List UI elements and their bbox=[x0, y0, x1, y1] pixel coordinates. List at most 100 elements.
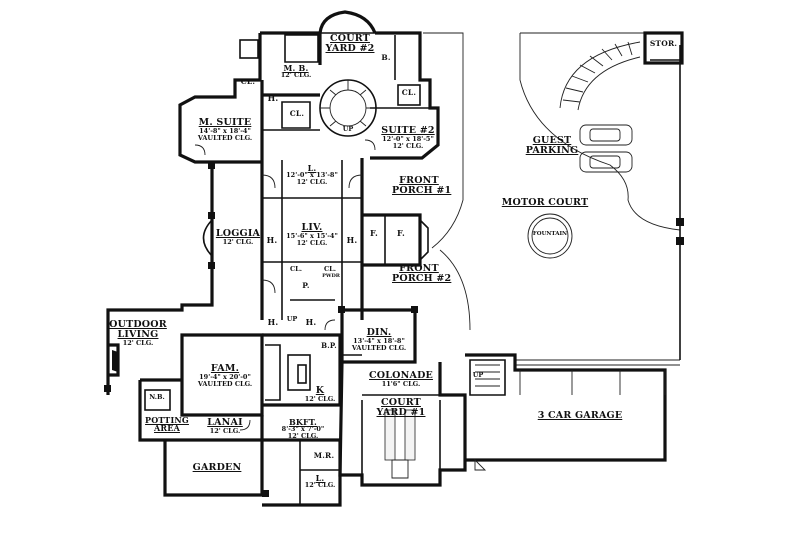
room-name: M. B. bbox=[283, 63, 309, 73]
label-text: N.B. bbox=[149, 393, 165, 401]
room-name-2: PARKING bbox=[525, 144, 579, 156]
room-name: LANAI bbox=[207, 417, 243, 428]
room-dims: 19'-4" x 20'-0" bbox=[199, 372, 251, 381]
room-m-b: M. B. 12' CLG. bbox=[276, 64, 316, 79]
room-name-2: YARD #2 bbox=[325, 42, 375, 54]
label-cl-2: CL. bbox=[286, 110, 308, 118]
label-bp: B.P. bbox=[318, 341, 340, 350]
room-potting-area: POTTING AREA bbox=[142, 416, 192, 433]
paver-arc bbox=[559, 41, 641, 111]
room-name: FRONT bbox=[399, 263, 439, 274]
room-garden: GARDEN bbox=[182, 463, 252, 473]
room-court-yard-2: COURT YARD #2 bbox=[322, 34, 378, 54]
room-name: M. SUITE bbox=[198, 117, 252, 128]
label-cl-3: CL. bbox=[398, 89, 420, 97]
room-name-2: PORCH #2 bbox=[392, 272, 452, 284]
label-text: H. bbox=[305, 317, 317, 327]
label-text: F. bbox=[369, 228, 379, 238]
room-name-2: YARD #1 bbox=[376, 406, 426, 418]
door-swings bbox=[194, 139, 376, 431]
room-clg: 12' CLG. bbox=[222, 237, 254, 246]
label-up-3: UP bbox=[470, 372, 486, 379]
label-up-1: UP bbox=[340, 126, 356, 133]
room-name: COURT bbox=[330, 33, 370, 44]
room-name-2: PORCH #1 bbox=[392, 184, 452, 196]
label-pwdr: PWDR bbox=[320, 273, 342, 279]
room-loggia: LOGGIA 12' CLG. bbox=[214, 229, 262, 246]
label-h-3: H. bbox=[343, 235, 361, 245]
room-dims: 15'-6" x 15'-4" bbox=[286, 231, 338, 240]
label-mr: M.R. bbox=[312, 452, 336, 460]
room-front-porch-2: FRONT PORCH #2 bbox=[392, 263, 452, 284]
room-clg: 12' CLG. bbox=[392, 141, 424, 150]
label-cl-1: CL. bbox=[236, 78, 260, 86]
room-name: 3 CAR GARAGE bbox=[537, 410, 623, 421]
room-name: MOTOR COURT bbox=[501, 197, 589, 208]
label-text: CL. bbox=[401, 88, 417, 97]
room-m-suite: M. SUITE 14'-8" x 18'-4" VAULTED CLG. bbox=[190, 118, 260, 142]
room-clg: 12' CLG. bbox=[304, 481, 336, 490]
room-clg: VAULTED CLG. bbox=[351, 343, 407, 352]
room-name: GARDEN bbox=[192, 462, 242, 473]
label-text: B.P. bbox=[321, 341, 337, 350]
label-h-4: H. bbox=[302, 317, 320, 327]
room-clg: 12' CLG. bbox=[296, 178, 328, 187]
room-name: COURT bbox=[381, 397, 421, 408]
room-guest-parking: GUEST PARKING bbox=[522, 136, 582, 156]
parked-car-2 bbox=[579, 151, 633, 173]
room-name-2: AREA bbox=[154, 423, 180, 434]
label-text: CL. bbox=[240, 77, 256, 86]
room-name: FAM. bbox=[210, 363, 240, 374]
room-dims: 8'-3" x 7'-0" bbox=[281, 425, 325, 434]
label-h-5: H. bbox=[264, 317, 282, 327]
label-fountain: FOUNTAIN bbox=[526, 231, 574, 238]
room-clg: 12' CLG. bbox=[209, 426, 241, 435]
label-text: F. bbox=[396, 228, 406, 238]
storage-room bbox=[643, 31, 684, 65]
room-bkft: BKFT. 8'-3" x 7'-0" 12' CLG. bbox=[278, 418, 328, 440]
label-text: FOUNTAIN bbox=[532, 231, 568, 237]
label-f-1: F. bbox=[364, 228, 384, 238]
label-text: PWDR bbox=[322, 273, 340, 279]
room-dims: 12'-0" x 13'-8" bbox=[286, 171, 338, 180]
room-clg: 12' CLG. bbox=[296, 238, 328, 247]
label-b-1: B. bbox=[378, 54, 394, 62]
room-name: SUITE #2 bbox=[381, 125, 435, 136]
label-cl-5: CL. bbox=[320, 266, 340, 273]
room-name: POTTING bbox=[145, 415, 189, 425]
label-h-1: H. bbox=[264, 94, 282, 103]
label-text: CL. bbox=[323, 265, 336, 273]
room-motor-court: MOTOR COURT bbox=[500, 198, 590, 208]
room-name: GUEST bbox=[532, 135, 572, 146]
label-text: H. bbox=[267, 317, 279, 327]
room-name: DIN. bbox=[366, 327, 392, 338]
room-clg: 12' CLG. bbox=[287, 432, 319, 441]
label-text: UP bbox=[342, 125, 354, 133]
room-name: L. bbox=[315, 473, 325, 483]
label-text: B. bbox=[381, 53, 391, 62]
fountain bbox=[527, 213, 573, 259]
label-nb: N.B. bbox=[146, 394, 168, 401]
room-l-upper: L. 12'-0" x 13'-8" 12' CLG. bbox=[284, 164, 340, 186]
room-dims: 11'6" CLG. bbox=[381, 379, 421, 388]
room-name: COLONADE bbox=[369, 370, 433, 381]
room-k: K 12' CLG. bbox=[302, 386, 338, 403]
room-lanai: LANAI 12' CLG. bbox=[194, 418, 256, 435]
room-colonade: COLONADE 11'6" CLG. bbox=[364, 371, 438, 388]
room-fam: FAM. 19'-4" x 20'-0" VAULTED CLG. bbox=[190, 364, 260, 388]
label-text: H. bbox=[346, 235, 358, 245]
label-text: P. bbox=[302, 281, 310, 290]
room-name: FRONT bbox=[399, 175, 439, 186]
house-walls bbox=[104, 10, 667, 507]
room-name: LOGGIA bbox=[215, 228, 261, 239]
room-clg: 12' CLG. bbox=[280, 71, 312, 80]
parked-car-1 bbox=[579, 124, 633, 146]
label-cl-4: CL. bbox=[286, 266, 306, 273]
label-f-2: F. bbox=[390, 228, 412, 238]
label-h-2: H. bbox=[263, 236, 281, 245]
label-up-2: UP bbox=[284, 316, 300, 323]
label-text: UP bbox=[472, 371, 484, 379]
room-suite-2: SUITE #2 12'-0" x 18'-5" 12' CLG. bbox=[380, 126, 436, 150]
room-name: OUTDOOR bbox=[109, 319, 167, 330]
